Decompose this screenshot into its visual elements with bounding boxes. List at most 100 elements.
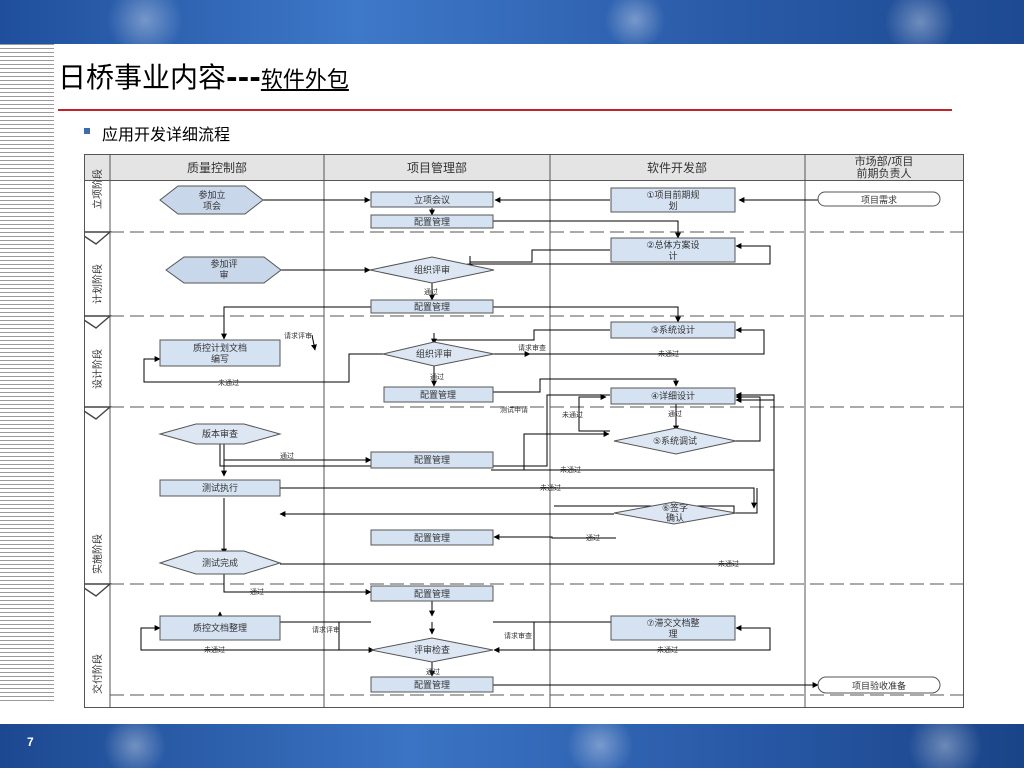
phase-label-implementation: 实施阶段 (91, 534, 104, 574)
label-pass-4: 通过 (280, 451, 294, 460)
process-flow-diagram: 质量控制部 项目管理部 软件开发部 市场部/项目 前期负责人 立项阶段 计划阶段… (84, 154, 964, 708)
node-detail-design: ④详细设计 (651, 390, 695, 402)
pill-acceptance (817, 676, 941, 694)
node-review-check: 评审检查 (414, 644, 450, 656)
box-deliver-doc (610, 615, 736, 641)
box-cfg5 (370, 529, 494, 546)
node-system-debug: ⑤系统调试 (653, 435, 697, 447)
node-join-review-line1: 参加评 (210, 258, 237, 270)
box-qc-plan-doc (159, 339, 281, 367)
node-join-review-line2: 审 (219, 269, 228, 281)
diamond-system-debug (613, 427, 737, 455)
node-sign-line1: ⑥签字 (662, 502, 688, 514)
node-version-check: 版本审查 (202, 428, 238, 440)
label-fail-2: 未通过 (218, 378, 239, 387)
diamond-test-done (158, 550, 282, 575)
bullet-text: 应用开发详细流程 (102, 125, 231, 144)
node-cfg3: 配置管理 (420, 389, 456, 401)
phase-label-delivery: 交付阶段 (91, 654, 104, 694)
label-pass-5: 通过 (586, 533, 600, 542)
node-deliver-line1: ⑦滞交文档整 (646, 617, 699, 629)
box-system-design (610, 321, 736, 339)
label-fail-7: 未通过 (204, 645, 225, 654)
label-fail-6: 未通过 (718, 559, 739, 568)
box-cfg7 (370, 676, 494, 693)
node-preplan-line2: 划 (668, 200, 677, 212)
label-fail-5: 未通过 (540, 483, 561, 492)
title-sub: 软件外包 (260, 68, 349, 93)
node-overall-line1: ②总体方案设 (646, 239, 699, 251)
node-qc-plan-line1: 质控计划文档 (193, 342, 247, 354)
label-review-request-2: 请求评审 (312, 625, 340, 634)
hexagon-join-kickoff (159, 185, 264, 215)
diamond-version-check (158, 423, 282, 445)
top-banner (0, 0, 1024, 52)
column-header-market-2: 前期负责人 (857, 166, 912, 180)
box-test-exec (159, 479, 281, 497)
left-stripe-decoration (0, 44, 54, 704)
label-pass-3: 通过 (668, 409, 682, 418)
node-system-design: ③系统设计 (651, 324, 695, 336)
pill-project-requirement (817, 191, 941, 207)
node-cfg2: 配置管理 (414, 301, 450, 313)
diamond-org-review2 (382, 341, 495, 367)
page-title: 日桥事业内容---软件外包 (58, 60, 349, 99)
node-sign-line2: 确认 (666, 512, 684, 524)
box-overall-design (610, 237, 736, 263)
node-overall-line2: 计 (668, 250, 677, 262)
node-join-kickoff-line1: 参加立 (198, 189, 225, 201)
node-acceptance: 项目验收准备 (852, 680, 906, 692)
label-pass-7: 通过 (426, 667, 440, 676)
node-cfg1: 配置管理 (414, 216, 450, 228)
node-join-kickoff-line2: 项会 (203, 200, 221, 212)
column-header-pm: 项目管理部 (407, 160, 467, 175)
box-qc-arrange (159, 615, 281, 641)
column-header-market-1: 市场部/项目 (855, 154, 914, 168)
node-cfg5: 配置管理 (414, 532, 450, 544)
column-header-qc: 质量控制部 (187, 160, 247, 175)
phase-label-planning: 计划阶段 (91, 264, 104, 304)
diamond-org-review1 (369, 256, 495, 284)
label-fail-3: 未通过 (562, 410, 583, 419)
box-cfg6 (370, 585, 494, 602)
node-qc-arrange: 质控文档整理 (193, 622, 247, 634)
node-project-requirement: 项目需求 (861, 194, 897, 206)
label-pass-6: 通过 (250, 587, 264, 596)
bullet-marker (84, 128, 90, 134)
box-cfg3 (383, 386, 494, 403)
label-review-request-alt-2: 请求审查 (504, 631, 532, 640)
title-divider (58, 109, 952, 111)
node-org-review1: 组织评审 (414, 264, 450, 276)
hexagon-join-review (165, 256, 282, 284)
page-number: 7 (27, 735, 34, 749)
box-cfg2 (370, 299, 494, 314)
label-review-request-alt-1: 请求审查 (518, 343, 546, 352)
label-fail-8: 未通过 (657, 645, 678, 654)
box-cfg4 (370, 451, 494, 469)
box-detail-design (610, 387, 736, 405)
node-qc-plan-line2: 编写 (211, 353, 229, 365)
label-pass-2: 通过 (430, 372, 444, 381)
label-pass-1: 通过 (424, 287, 438, 296)
node-cfg7: 配置管理 (414, 679, 450, 691)
node-preplan-line1: ①项目前期规 (646, 189, 699, 201)
box-cfg1 (370, 214, 494, 229)
label-fail-4: 未通过 (560, 465, 581, 474)
column-header-dev: 软件开发部 (647, 160, 707, 175)
title-main: 日桥事业内容 (58, 61, 227, 94)
node-deliver-line2: 理 (668, 629, 677, 640)
node-cfg6: 配置管理 (414, 588, 450, 600)
box-preplan (610, 187, 736, 213)
diamond-sign-confirm (613, 501, 737, 525)
label-review-request-1: 请求评审 (284, 331, 312, 340)
phase-label-initiation: 立项阶段 (91, 169, 104, 209)
node-test-exec: 测试执行 (202, 482, 238, 494)
title-dashes: --- (226, 61, 261, 94)
node-org-review2: 组织评审 (416, 348, 452, 360)
node-kickoff: 立项会议 (414, 194, 450, 206)
box-kickoff (370, 191, 494, 208)
label-fail-1: 未通过 (658, 349, 679, 358)
bottom-banner (0, 718, 1024, 774)
node-cfg4: 配置管理 (414, 454, 450, 466)
label-test-request: 测试申请 (500, 405, 528, 414)
